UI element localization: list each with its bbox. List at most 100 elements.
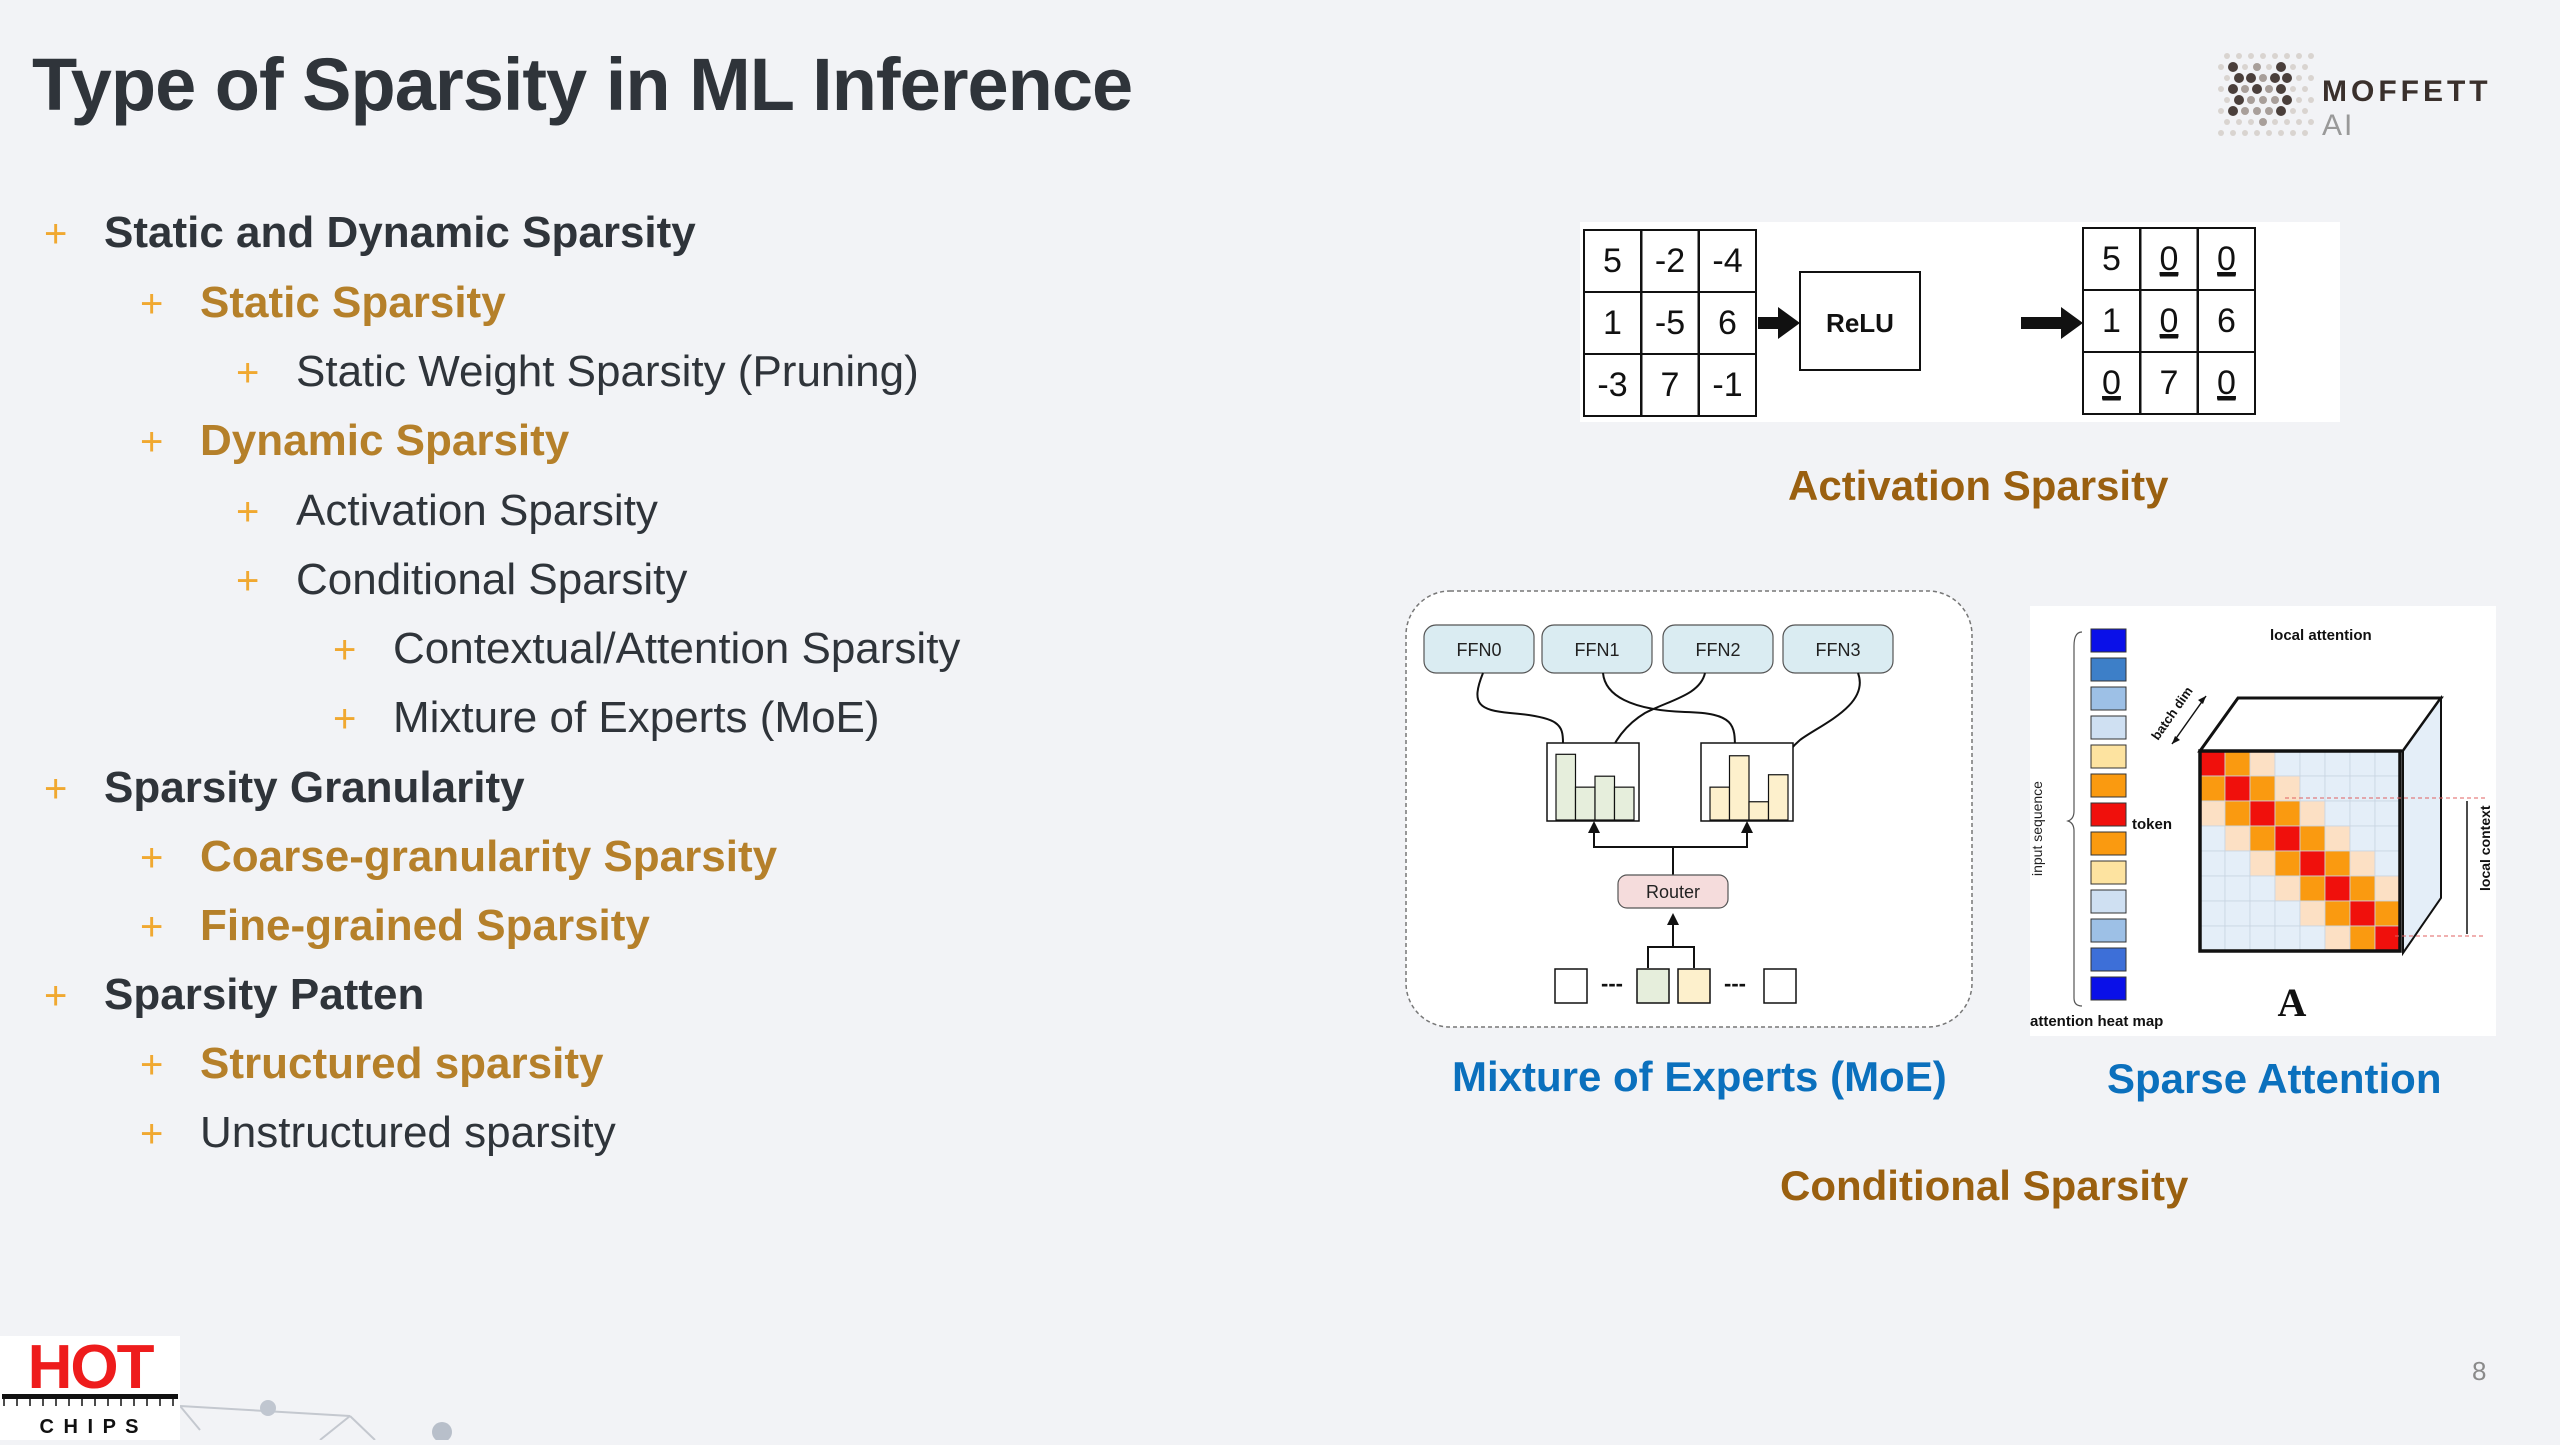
input-matrix-cell [1583, 291, 1642, 355]
expert-box [1782, 624, 1894, 674]
plus-bullet-icon: + [44, 974, 68, 1018]
output-matrix-cell [2082, 289, 2141, 353]
sequence-token [2090, 860, 2127, 885]
attention-cell [2224, 750, 2251, 777]
bullet-item: +Sparsity Granularity [44, 763, 525, 813]
logo-dot [2260, 53, 2266, 59]
logo-dot [2276, 62, 2286, 72]
attention-cell [2374, 750, 2401, 777]
attention-cell [2349, 925, 2376, 952]
bullet-item: +Structured sparsity [140, 1039, 603, 1089]
attention-cell [2324, 900, 2351, 927]
logo-dot [2290, 130, 2296, 136]
attention-cell [2374, 825, 2401, 852]
logo-dot [2246, 73, 2256, 83]
bullet-text: Activation Sparsity [296, 486, 658, 535]
router-label: Router [1646, 882, 1700, 902]
attention-cell [2374, 800, 2401, 827]
logo-dot [2224, 53, 2230, 59]
decorative-network-lines [180, 1400, 452, 1440]
output-matrix-value: 6 [2217, 302, 2236, 340]
logo-dot [2242, 64, 2248, 70]
relu-label: ReLU [1826, 308, 1894, 338]
output-matrix-cell [2139, 351, 2199, 415]
attention-cell [2249, 875, 2276, 902]
logo-dot [2266, 130, 2272, 136]
attention-cell [2199, 825, 2226, 852]
logo-dot [2253, 107, 2261, 115]
logo-text: MOFFETT AI [2322, 75, 2525, 143]
bullet-text: Mixture of Experts (MoE) [393, 693, 880, 742]
input-matrix-value: -2 [1655, 242, 1685, 280]
bullet-item: +Conditional Sparsity [236, 555, 687, 605]
input-matrix-cell [1698, 291, 1757, 355]
logo-dot [2241, 85, 2249, 93]
bullet-text: Structured sparsity [200, 1039, 604, 1088]
sequence-token [2090, 831, 2127, 856]
attention-cell [2324, 775, 2351, 802]
logo-dot [2278, 130, 2284, 136]
logo-dot [2302, 108, 2308, 114]
distribution-bar [1613, 786, 1635, 821]
output-matrix-value: 0 [2217, 240, 2236, 278]
logo-dot [2284, 53, 2290, 59]
attention-matrix-border [2198, 749, 2402, 953]
cube-side [2402, 694, 2442, 957]
attention-cell [2199, 875, 2226, 902]
distribution-bar [1748, 801, 1770, 821]
bullet-item: +Coarse-granularity Sparsity [140, 832, 777, 882]
bullet-item: +Contextual/Attention Sparsity [333, 624, 960, 674]
output-matrix-value: 0 [2160, 302, 2179, 340]
attention-footer: attention heat map [2030, 1013, 2163, 1030]
attention-cell [2199, 850, 2226, 877]
attention-cell [2224, 850, 2251, 877]
caption-activation-sparsity: Activation Sparsity [1788, 462, 2169, 509]
logo-dot [2290, 108, 2296, 114]
logo-dot [2308, 53, 2314, 59]
router-box [1617, 874, 1729, 909]
logo-dot [2224, 75, 2230, 81]
cube-top [2197, 696, 2444, 753]
logo-dot [2253, 63, 2261, 71]
attention-cell [2199, 800, 2226, 827]
input-matrix-cell [1583, 353, 1642, 417]
sequence-token [2090, 628, 2127, 653]
sequence-token [2090, 657, 2127, 682]
logo-dot [2259, 74, 2267, 82]
expert-label: FFN3 [1816, 640, 1861, 660]
logo-dot [2290, 64, 2296, 70]
plus-bullet-icon: + [140, 420, 164, 464]
output-matrix-value: 5 [2102, 240, 2121, 278]
bullet-item: +Static Sparsity [140, 278, 506, 328]
expert-box [1541, 624, 1653, 674]
logo-dot [2248, 119, 2254, 125]
local-attention-title: local attention [2270, 627, 2372, 644]
plus-bullet-icon: + [44, 767, 68, 811]
bullet-text: Sparsity Patten [104, 970, 425, 1019]
attention-cell [2249, 825, 2276, 852]
sequence-token [2090, 744, 2127, 769]
logo-dot [2266, 64, 2272, 70]
input-matrix-value: 1 [1603, 304, 1622, 342]
bullet-text: Dynamic Sparsity [200, 416, 570, 465]
logo-dot [2259, 96, 2267, 104]
bullet-text: Static and Dynamic Sparsity [104, 208, 696, 257]
attention-cell [2324, 875, 2351, 902]
attention-cell [2349, 750, 2376, 777]
bullet-item: +Unstructured sparsity [140, 1108, 616, 1158]
attention-cell [2199, 750, 2226, 777]
arrow-right-icon [2061, 307, 2083, 339]
attention-cell [2299, 900, 2326, 927]
attention-cell [2324, 825, 2351, 852]
attention-cell [2249, 750, 2276, 777]
plus-bullet-icon: + [333, 628, 357, 672]
logo-dot [2282, 73, 2292, 83]
attention-cell [2374, 775, 2401, 802]
attention-cell [2224, 800, 2251, 827]
logo-dot [2290, 86, 2296, 92]
attention-cell [2249, 775, 2276, 802]
attention-cell [2224, 900, 2251, 927]
bullet-text: Conditional Sparsity [296, 555, 688, 604]
attention-cell [2324, 800, 2351, 827]
